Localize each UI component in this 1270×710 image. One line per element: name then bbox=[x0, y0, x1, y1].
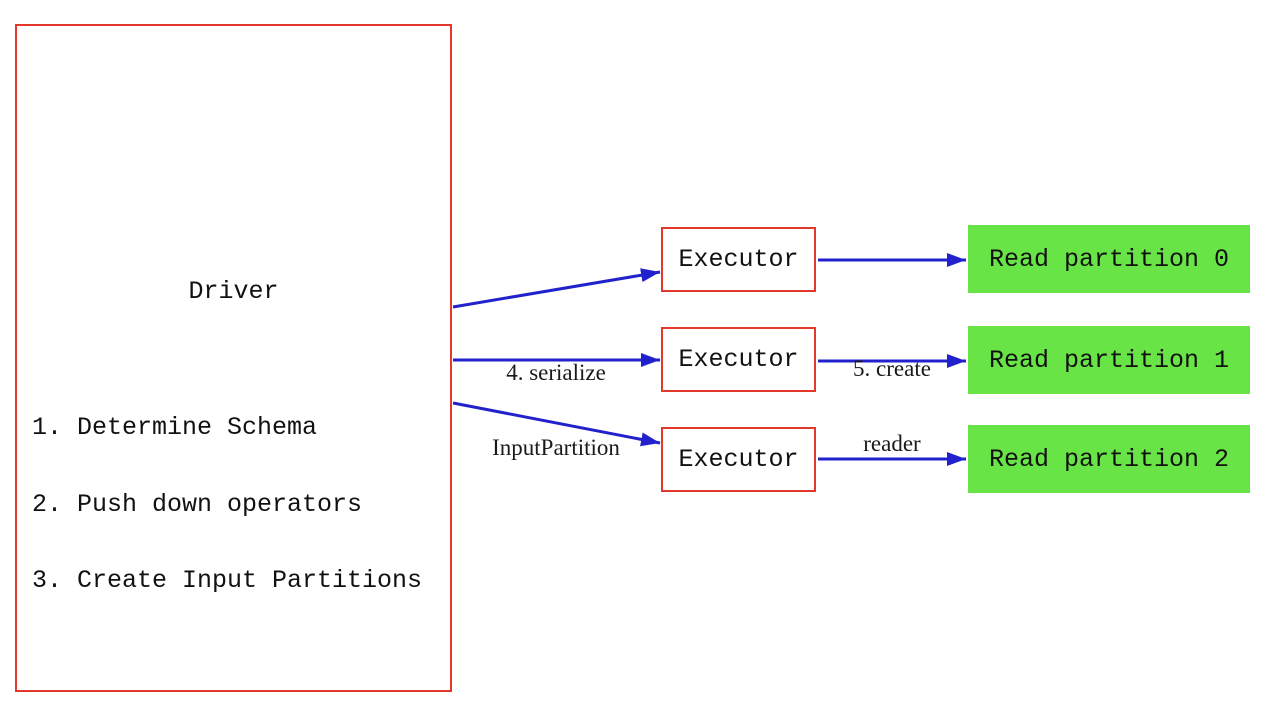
partition-box-0: Read partition 0 bbox=[968, 225, 1250, 293]
edge-label-create-reader: 5. create reader bbox=[802, 306, 982, 506]
executor-box-1: Executor bbox=[661, 327, 816, 392]
edge-label-create-reader-line2: reader bbox=[863, 431, 921, 456]
driver-title: Driver bbox=[188, 277, 279, 306]
edge-label-serialize: 4. serialize InputPartition bbox=[446, 310, 666, 510]
executor-box-2: Executor bbox=[661, 427, 816, 492]
driver-step: 1. Determine Schema bbox=[32, 413, 318, 442]
edge-label-serialize-line2: InputPartition bbox=[492, 435, 620, 460]
partition-label: Read partition 1 bbox=[988, 345, 1230, 375]
driver-steps: 1. Determine Schema 2. Push down operato… bbox=[32, 364, 422, 645]
partition-label: Read partition 0 bbox=[988, 244, 1230, 274]
partition-label: Read partition 2 bbox=[988, 444, 1230, 474]
executor-box-0: Executor bbox=[661, 227, 816, 292]
executor-label: Executor bbox=[678, 245, 799, 274]
driver-box: Driver 1. Determine Schema 2. Push down … bbox=[15, 24, 452, 692]
driver-step: 2. Push down operators bbox=[32, 489, 363, 519]
executor-label: Executor bbox=[678, 445, 799, 474]
partition-box-1: Read partition 1 bbox=[968, 326, 1250, 394]
arrow-driver-to-executor-0 bbox=[452, 268, 661, 309]
partition-box-2: Read partition 2 bbox=[968, 425, 1250, 493]
driver-step: 3. Create Input Partitions bbox=[32, 566, 423, 595]
edge-label-serialize-line1: 4. serialize bbox=[506, 360, 606, 385]
edge-label-create-reader-line1: 5. create bbox=[853, 356, 931, 381]
executor-label: Executor bbox=[678, 345, 799, 374]
